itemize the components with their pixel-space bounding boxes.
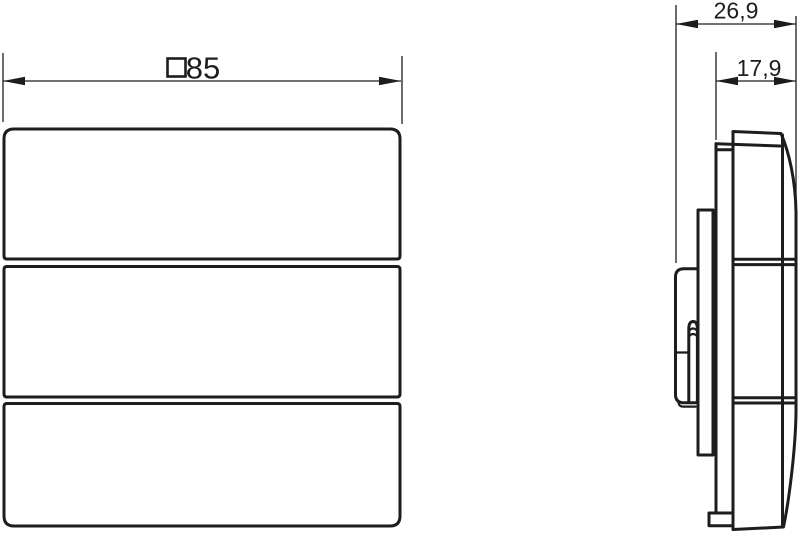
arrowhead-left (3, 76, 25, 86)
total-depth-label: 26,9 (714, 0, 759, 24)
arrowhead-right (774, 76, 796, 86)
arrowhead-left (676, 19, 698, 29)
front-depth-label: 17,9 (737, 55, 782, 81)
frame-bottom-step (707, 511, 735, 528)
rocker-top (2, 127, 402, 261)
width-dimension-label: 85 (186, 51, 220, 86)
square-symbol-icon (166, 57, 187, 78)
fixing-claw-bottom-line (677, 401, 697, 408)
arrowhead-right (379, 76, 401, 86)
mounting-plate-profile (674, 267, 700, 405)
rocker-bottom (2, 402, 402, 528)
rocker-cap-profile (731, 130, 798, 531)
frame-top-edge (714, 142, 782, 148)
rocker-middle (2, 265, 402, 399)
arrowhead-left (716, 76, 738, 86)
fixing-claw (687, 320, 699, 404)
front-view: 85 (2, 51, 403, 528)
side-view: 26,9 17,9 (674, 0, 798, 531)
arrowhead-right (774, 19, 796, 29)
fixing-claw-arc (688, 332, 699, 338)
fixing-claw-arc (688, 327, 699, 332)
insert-box (696, 208, 715, 457)
